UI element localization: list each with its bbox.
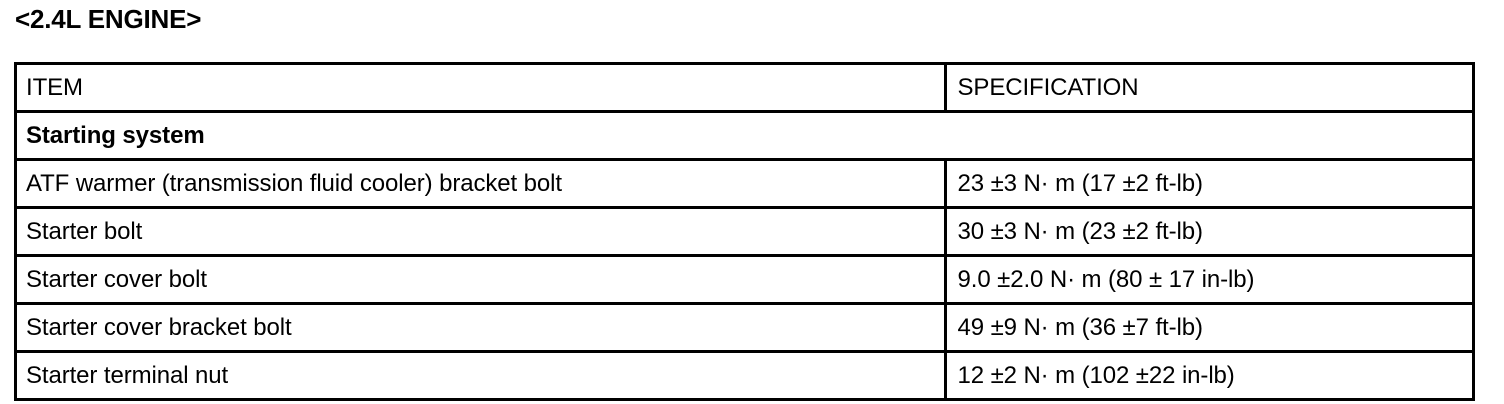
- column-header-specification: SPECIFICATION: [945, 65, 1472, 113]
- column-header-item: ITEM: [17, 65, 947, 113]
- table-section-row: Starting system: [17, 111, 1472, 161]
- page-title: <2.4L ENGINE>: [15, 4, 202, 34]
- table-header-row: ITEM SPECIFICATION: [17, 65, 1472, 113]
- item-specification: 49 ±9 N· m (36 ±7 ft-lb): [945, 303, 1472, 353]
- item-specification: 12 ±2 N· m (102 ±22 in-lb): [957, 361, 1235, 389]
- table-row: Starter bolt 30 ±3 N· m (23 ±2 ft-lb): [17, 207, 1472, 257]
- item-name: Starter cover bracket bolt: [17, 303, 947, 353]
- table-row: Starter cover bolt 9.0 ±2.0 N· m (80 ± 1…: [17, 255, 1472, 305]
- section-label-starting-system: Starting system: [17, 111, 1472, 161]
- table-row: Starter cover bracket bolt 49 ±9 N· m (3…: [17, 303, 1472, 353]
- item-name: Starter bolt: [17, 207, 947, 257]
- item-name: Starter cover bolt: [17, 255, 947, 305]
- table-row: ATF warmer (transmission fluid cooler) b…: [17, 159, 1472, 209]
- specification-table: ITEM SPECIFICATION Starting system ATF w…: [14, 62, 1475, 401]
- table-row: Starter terminal nut 12 ±2 N· m (102 ±22…: [17, 351, 1472, 398]
- item-specification: 30 ±3 N· m (23 ±2 ft-lb): [945, 207, 1472, 257]
- item-name: Starter terminal nut: [17, 351, 947, 398]
- item-specification: 9.0 ±2.0 N· m (80 ± 17 in-lb): [945, 255, 1472, 305]
- table-body: ITEM SPECIFICATION Starting system ATF w…: [17, 65, 1472, 398]
- item-name: ATF warmer (transmission fluid cooler) b…: [17, 159, 947, 209]
- item-specification: 23 ±3 N· m (17 ±2 ft-lb): [945, 159, 1472, 209]
